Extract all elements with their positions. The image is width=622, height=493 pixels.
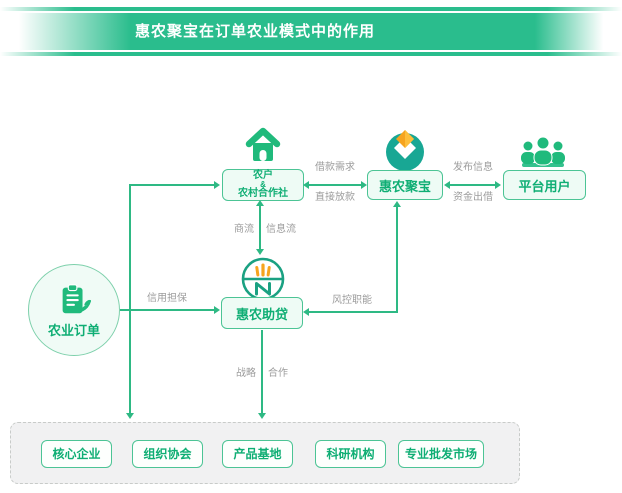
jubao-logo-icon bbox=[386, 130, 424, 171]
arrowhead-up bbox=[393, 201, 401, 207]
order-label: 农业订单 bbox=[47, 322, 100, 338]
edge-label-strategy: 战略 bbox=[236, 368, 256, 379]
edge-label-cooperation: 合作 bbox=[268, 368, 288, 379]
connector-farmer-partners-vertical bbox=[129, 184, 131, 414]
arrowhead-left bbox=[303, 308, 309, 316]
farmer-label-line2: & bbox=[260, 180, 266, 189]
partner-core-enterprise: 核心企业 bbox=[41, 440, 112, 468]
connector-farmer-zhudai bbox=[259, 204, 261, 250]
arrowhead-down bbox=[126, 413, 134, 419]
platform-label: 平台用户 bbox=[518, 178, 571, 194]
connector-farmer-jubao bbox=[307, 184, 364, 186]
node-huinong-jubao: 惠农聚宝 bbox=[367, 170, 443, 200]
connector-risk-horizontal bbox=[307, 311, 398, 313]
edge-label-direct-lending: 直接放款 bbox=[315, 192, 355, 203]
arrowhead-left bbox=[303, 181, 309, 189]
edge-label-borrow-demand: 借款需求 bbox=[315, 162, 355, 173]
connector-jubao-platform bbox=[448, 184, 498, 186]
edge-label-funds-lending: 资金出借 bbox=[453, 192, 493, 203]
arrowhead-right bbox=[214, 306, 220, 314]
arrowhead-up bbox=[256, 200, 264, 206]
page-title: 惠农聚宝在订单农业模式中的作用 bbox=[134, 23, 375, 40]
arrowhead-down bbox=[258, 413, 266, 419]
wheat-emblem-icon bbox=[241, 257, 285, 301]
connector-farmer-partners-horizontal bbox=[129, 184, 216, 186]
connector-risk-vertical bbox=[396, 205, 398, 312]
jubao-label: 惠农聚宝 bbox=[378, 178, 431, 194]
partner-wholesale-market: 专业批发市场 bbox=[398, 440, 484, 468]
arrowhead-right bbox=[214, 181, 220, 189]
arrowhead-down bbox=[256, 249, 264, 255]
zhudai-label: 惠农助贷 bbox=[235, 306, 288, 322]
house-icon bbox=[245, 127, 281, 161]
header-accent-line-bottom bbox=[0, 52, 622, 56]
edge-label-risk-control: 风控职能 bbox=[332, 295, 372, 306]
arrowhead-right bbox=[361, 181, 367, 189]
users-group-icon bbox=[521, 136, 565, 167]
arrowhead-left bbox=[444, 181, 450, 189]
farmer-label-line3: 农村合作社 bbox=[238, 188, 288, 199]
edge-label-credit-guarantee: 信用担保 bbox=[147, 293, 187, 304]
connector-order-zhudai bbox=[120, 309, 216, 311]
connector-zhudai-partners bbox=[261, 330, 263, 414]
arrowhead-right bbox=[495, 181, 501, 189]
partner-research-institution: 科研机构 bbox=[315, 440, 386, 468]
edge-label-commerce-flow: 商流 bbox=[234, 224, 254, 235]
clipboard-order-icon bbox=[62, 283, 92, 313]
edge-label-publish-info: 发布信息 bbox=[453, 162, 493, 173]
node-platform-users: 平台用户 bbox=[503, 170, 586, 200]
node-farmer-cooperative: 农户 & 农村合作社 bbox=[222, 169, 304, 201]
node-huinong-zhudai: 惠农助贷 bbox=[221, 297, 303, 329]
partner-organization-association: 组织协会 bbox=[132, 440, 203, 468]
edge-label-info-flow: 信息流 bbox=[266, 224, 296, 235]
header-banner bbox=[0, 13, 622, 50]
header-accent-line-top bbox=[0, 7, 622, 11]
farmer-label-line1: 农户 bbox=[253, 170, 273, 181]
partner-product-base: 产品基地 bbox=[222, 440, 293, 468]
node-agricultural-order: 农业订单 bbox=[28, 264, 120, 356]
